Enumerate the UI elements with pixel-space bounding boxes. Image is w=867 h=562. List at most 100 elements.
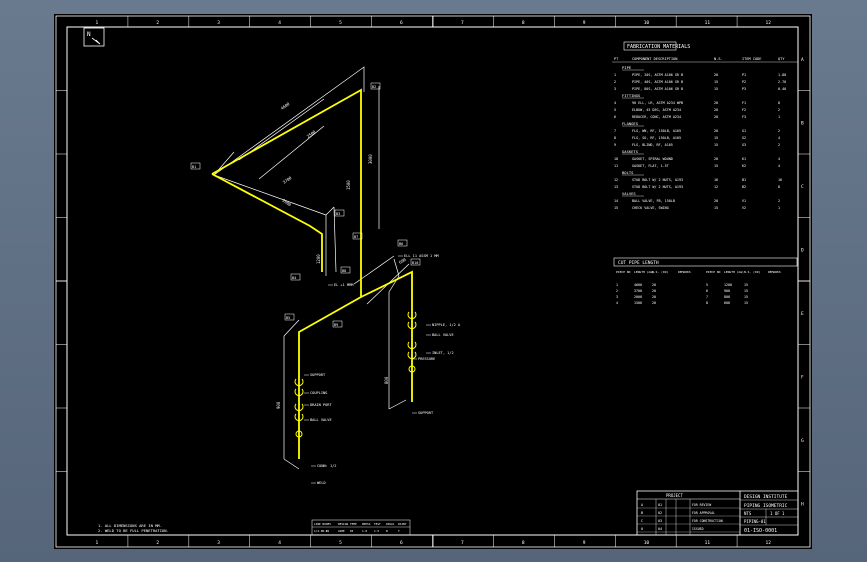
materials-section-title: PIPE bbox=[622, 65, 632, 70]
cut-pipe-cell: 15 bbox=[744, 289, 748, 293]
materials-cell: 20 bbox=[714, 108, 718, 112]
materials-cell: 15 bbox=[714, 136, 718, 140]
materials-cell: 5 bbox=[614, 108, 616, 112]
materials-header: COMPONENT DESCRIPTION bbox=[632, 57, 677, 61]
point-tag-box bbox=[290, 273, 301, 281]
materials-cell: 8 bbox=[778, 101, 780, 105]
dimension-text: 4600 bbox=[280, 101, 291, 111]
cut-pipe-cell: 2 bbox=[616, 289, 618, 293]
row-marker-right: F bbox=[801, 374, 804, 380]
callout-text: DRAIN PORT bbox=[310, 403, 332, 407]
row-marker-right: A bbox=[801, 57, 804, 63]
cut-pipe-cell: 6 bbox=[706, 289, 708, 293]
materials-cell: ELBOW, 45 DEG, ASTM A234 bbox=[632, 108, 681, 112]
col-marker-top: 7 bbox=[461, 20, 464, 26]
materials-cell: 0.40 bbox=[778, 87, 786, 91]
row-marker-right: B bbox=[801, 120, 804, 126]
materials-cell: 2 bbox=[778, 108, 780, 112]
line-data-header: INSUL bbox=[386, 522, 395, 526]
col-marker-top: 1 bbox=[95, 20, 98, 26]
col-marker-bottom: 9 bbox=[583, 540, 586, 546]
line-data-cell: ASME bbox=[338, 529, 345, 533]
callout-text: SUPPORT bbox=[418, 411, 434, 415]
cut-pipe-header: LENGTH (mm) bbox=[724, 270, 744, 274]
callout-text: BALL VALVE bbox=[432, 333, 454, 337]
dimension-text: 1200 bbox=[316, 254, 321, 264]
callout-text: ELL 11 ASSM 1 MM bbox=[404, 254, 439, 258]
materials-cell: F1 bbox=[742, 101, 746, 105]
point-tag-box bbox=[332, 320, 343, 328]
revision-description: FOR CONSTRUCTION bbox=[692, 519, 723, 523]
revision-number: 02 bbox=[658, 511, 662, 515]
callout-text: PRESSURE bbox=[418, 357, 435, 361]
point-tag-box bbox=[352, 232, 363, 240]
point-tag-box bbox=[284, 313, 295, 321]
materials-cell: F3 bbox=[742, 115, 746, 119]
north-arrow: N bbox=[83, 27, 105, 47]
materials-cell: 15 bbox=[714, 206, 718, 210]
materials-cell: FLG, BLIND, RF, A105 bbox=[632, 143, 673, 147]
revision-number: 04 bbox=[658, 527, 662, 531]
materials-cell: 15 bbox=[714, 164, 718, 168]
cut-pipe-cell: 15 bbox=[744, 301, 748, 305]
materials-cell: 1 bbox=[778, 206, 780, 210]
point-tag: B1 bbox=[192, 165, 196, 169]
col-marker-bottom: 7 bbox=[461, 540, 464, 546]
line-data-cell: N bbox=[386, 529, 388, 533]
cut-pipe-cell: 15 bbox=[744, 295, 748, 299]
materials-cell: P1 bbox=[742, 73, 746, 77]
col-marker-top: 6 bbox=[400, 20, 403, 26]
materials-cell: GASKET, FLAT, 1.5T bbox=[632, 164, 669, 168]
cut-pipe-cell: 8 bbox=[706, 301, 708, 305]
line-data-cell: 1.0 bbox=[362, 529, 367, 533]
line-data-header: TEMP bbox=[350, 522, 357, 526]
point-tag: B4 bbox=[292, 276, 296, 280]
cut-pipe-cell: 20 bbox=[652, 289, 656, 293]
callout-text: SUPPORT bbox=[310, 373, 326, 377]
col-marker-top: 12 bbox=[766, 20, 772, 26]
materials-cell: 4 bbox=[778, 164, 780, 168]
col-marker-top: 3 bbox=[217, 20, 220, 26]
materials-cell: 13 bbox=[614, 185, 618, 189]
materials-cell: F2 bbox=[742, 108, 746, 112]
materials-cell: 20 bbox=[714, 101, 718, 105]
cut-pipe-cell: 1500 bbox=[634, 301, 642, 305]
materials-cell: 7 bbox=[614, 129, 616, 133]
materials-cell: 11 bbox=[614, 164, 618, 168]
materials-cell: 8 bbox=[778, 185, 780, 189]
revision-description: ISSUED bbox=[692, 527, 704, 531]
cut-pipe-cell: 1 bbox=[616, 283, 618, 287]
col-marker-top: 4 bbox=[278, 20, 281, 26]
dimension-text: 1500 bbox=[346, 180, 351, 190]
materials-cell: 15 bbox=[714, 87, 718, 91]
line-data-cell: 0 bbox=[326, 529, 328, 533]
point-tag: B6 bbox=[399, 242, 403, 246]
materials-cell: 20 bbox=[714, 199, 718, 203]
line-data-header: TEST bbox=[374, 522, 381, 526]
materials-cell: 20 bbox=[714, 115, 718, 119]
col-marker-bottom: 1 bbox=[95, 540, 98, 546]
materials-cell: 1 bbox=[778, 115, 780, 119]
point-tag: B9 bbox=[334, 323, 338, 327]
materials-cell: 2 bbox=[778, 143, 780, 147]
col-marker-bottom: 6 bbox=[400, 540, 403, 546]
cut-pipe-cell: 15 bbox=[744, 283, 748, 287]
cut-pipe-header: N.S. (IN) bbox=[652, 270, 668, 274]
materials-section-title: FLANGES bbox=[622, 121, 639, 126]
line-data-header: REV bbox=[326, 522, 331, 526]
iso-construction-lines bbox=[213, 66, 410, 470]
dimension-text: 600 bbox=[398, 257, 407, 265]
materials-cell: B2 bbox=[742, 185, 746, 189]
tb-project: PROJECT bbox=[666, 493, 683, 498]
materials-cell: STUD BOLT W/ 2 NUTS, A193 bbox=[632, 178, 683, 182]
materials-section-title: GASKETS bbox=[622, 149, 639, 154]
col-marker-bottom: 3 bbox=[217, 540, 220, 546]
cut-pipe-cell: 7 bbox=[706, 295, 708, 299]
callout-text: EL +1 MMM bbox=[334, 283, 354, 287]
callout-text: BALL VALVE bbox=[310, 418, 332, 422]
revision-number: 01 bbox=[658, 503, 662, 507]
point-tag-box bbox=[340, 266, 351, 274]
